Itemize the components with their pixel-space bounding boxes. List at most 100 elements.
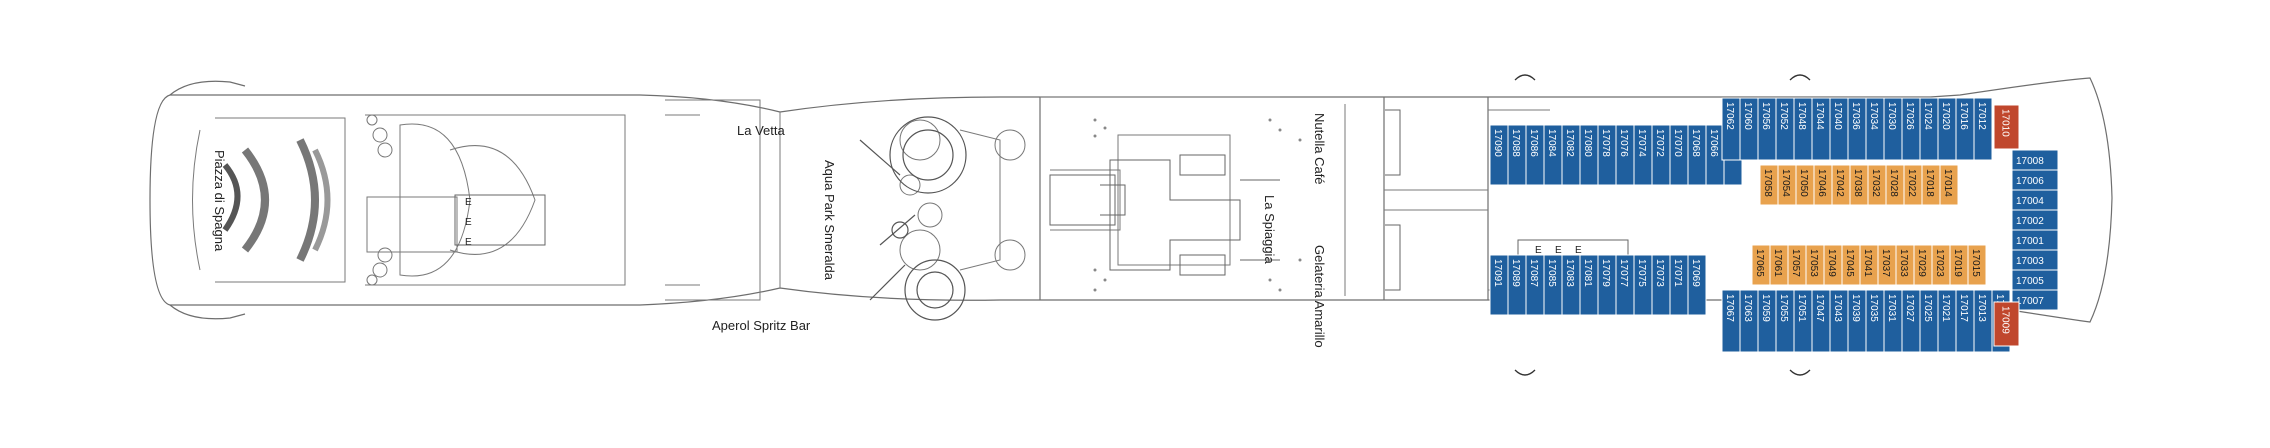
cabin-17032[interactable]: 17032 bbox=[1867, 164, 1887, 206]
cabin-17081[interactable]: 17081 bbox=[1579, 254, 1599, 316]
cabin-17035[interactable]: 17035 bbox=[1865, 289, 1885, 353]
piazza-seating bbox=[222, 138, 331, 262]
cabin-17062[interactable]: 17062 bbox=[1721, 97, 1741, 161]
cabin-number: 17046 bbox=[1816, 169, 1827, 197]
cabin-17063[interactable]: 17063 bbox=[1739, 289, 1759, 353]
cabin-17004[interactable]: 17004 bbox=[2011, 189, 2059, 211]
cabin-number: 17013 bbox=[1976, 294, 1987, 322]
cabin-17076[interactable]: 17076 bbox=[1615, 124, 1635, 186]
cabin-17043[interactable]: 17043 bbox=[1829, 289, 1849, 353]
cabin-17065[interactable]: 17065 bbox=[1751, 244, 1771, 286]
cabin-17079[interactable]: 17079 bbox=[1597, 254, 1617, 316]
cabin-17059[interactable]: 17059 bbox=[1757, 289, 1777, 353]
cabin-17021[interactable]: 17021 bbox=[1937, 289, 1957, 353]
cabin-17051[interactable]: 17051 bbox=[1793, 289, 1813, 353]
cabin-17009[interactable]: 17009 bbox=[1993, 301, 2020, 347]
cabin-17029[interactable]: 17029 bbox=[1913, 244, 1933, 286]
cabin-17028[interactable]: 17028 bbox=[1885, 164, 1905, 206]
cabin-17090[interactable]: 17090 bbox=[1489, 124, 1509, 186]
cabin-17050[interactable]: 17050 bbox=[1795, 164, 1815, 206]
cabin-box bbox=[1967, 244, 1987, 286]
cabin-17027[interactable]: 17027 bbox=[1901, 289, 1921, 353]
cabin-17048[interactable]: 17048 bbox=[1793, 97, 1813, 161]
cabin-17091[interactable]: 17091 bbox=[1489, 254, 1509, 316]
cabin-number: 17083 bbox=[1564, 259, 1575, 287]
cabin-17025[interactable]: 17025 bbox=[1919, 289, 1939, 353]
cabin-17075[interactable]: 17075 bbox=[1633, 254, 1653, 316]
cabin-17080[interactable]: 17080 bbox=[1579, 124, 1599, 186]
cabin-17008[interactable]: 17008 bbox=[2011, 149, 2059, 171]
cabin-17036[interactable]: 17036 bbox=[1847, 97, 1867, 161]
cabin-17047[interactable]: 17047 bbox=[1811, 289, 1831, 353]
cabin-17086[interactable]: 17086 bbox=[1525, 124, 1545, 186]
cabin-17044[interactable]: 17044 bbox=[1811, 97, 1831, 161]
cabin-number: 17034 bbox=[1868, 102, 1879, 130]
cabin-17077[interactable]: 17077 bbox=[1615, 254, 1635, 316]
cabin-17068[interactable]: 17068 bbox=[1687, 124, 1707, 186]
cabin-17014[interactable]: 17014 bbox=[1939, 164, 1959, 206]
cabin-17071[interactable]: 17071 bbox=[1669, 254, 1689, 316]
cabin-17010[interactable]: 17010 bbox=[1993, 104, 2020, 150]
cabin-17007[interactable]: 17007 bbox=[2011, 289, 2059, 311]
cabin-17073[interactable]: 17073 bbox=[1651, 254, 1671, 316]
cabin-17037[interactable]: 17037 bbox=[1877, 244, 1897, 286]
cabin-17069[interactable]: 17069 bbox=[1687, 254, 1707, 316]
cabin-17045[interactable]: 17045 bbox=[1841, 244, 1861, 286]
cabin-17005[interactable]: 17005 bbox=[2011, 269, 2059, 291]
cabin-17052[interactable]: 17052 bbox=[1775, 97, 1795, 161]
cabin-17031[interactable]: 17031 bbox=[1883, 289, 1903, 353]
cabin-17066[interactable]: 17066 bbox=[1705, 124, 1725, 186]
cabin-17078[interactable]: 17078 bbox=[1597, 124, 1617, 186]
cabin-17089[interactable]: 17089 bbox=[1507, 254, 1527, 316]
cabin-17053[interactable]: 17053 bbox=[1805, 244, 1825, 286]
cabin-17074[interactable]: 17074 bbox=[1633, 124, 1653, 186]
cabin-17002[interactable]: 17002 bbox=[2011, 209, 2059, 231]
cabin-17087[interactable]: 17087 bbox=[1525, 254, 1545, 316]
cabin-17030[interactable]: 17030 bbox=[1883, 97, 1903, 161]
cabin-17003[interactable]: 17003 bbox=[2011, 249, 2059, 271]
cabin-17057[interactable]: 17057 bbox=[1787, 244, 1807, 286]
cabin-17016[interactable]: 17016 bbox=[1955, 97, 1975, 161]
cabin-number: 17059 bbox=[1760, 294, 1771, 322]
cabin-17019[interactable]: 17019 bbox=[1949, 244, 1969, 286]
cabin-17015[interactable]: 17015 bbox=[1967, 244, 1987, 286]
cabin-17033[interactable]: 17033 bbox=[1895, 244, 1915, 286]
cabin-17060[interactable]: 17060 bbox=[1739, 97, 1759, 161]
cabin-17040[interactable]: 17040 bbox=[1829, 97, 1849, 161]
cabin-17039[interactable]: 17039 bbox=[1847, 289, 1867, 353]
aft-detail-lines bbox=[192, 96, 1550, 301]
cabin-17046[interactable]: 17046 bbox=[1813, 164, 1833, 206]
cabin-17061[interactable]: 17061 bbox=[1769, 244, 1789, 286]
cabin-box bbox=[1687, 254, 1707, 316]
lounger-dots bbox=[1093, 118, 1302, 292]
cabin-17017[interactable]: 17017 bbox=[1955, 289, 1975, 353]
cabin-17085[interactable]: 17085 bbox=[1543, 254, 1563, 316]
cabin-17023[interactable]: 17023 bbox=[1931, 244, 1951, 286]
cabin-17026[interactable]: 17026 bbox=[1901, 97, 1921, 161]
cabin-17024[interactable]: 17024 bbox=[1919, 97, 1939, 161]
cabin-17070[interactable]: 17070 bbox=[1669, 124, 1689, 186]
cabin-17020[interactable]: 17020 bbox=[1937, 97, 1957, 161]
cabin-17013[interactable]: 17013 bbox=[1973, 289, 1993, 353]
cabin-17067[interactable]: 17067 bbox=[1721, 289, 1741, 353]
cabin-17041[interactable]: 17041 bbox=[1859, 244, 1879, 286]
cabin-17042[interactable]: 17042 bbox=[1831, 164, 1851, 206]
cabin-17083[interactable]: 17083 bbox=[1561, 254, 1581, 316]
cabin-17088[interactable]: 17088 bbox=[1507, 124, 1527, 186]
cabin-17018[interactable]: 17018 bbox=[1921, 164, 1941, 206]
cabin-17084[interactable]: 17084 bbox=[1543, 124, 1563, 186]
cabin-17054[interactable]: 17054 bbox=[1777, 164, 1797, 206]
cabin-17058[interactable]: 17058 bbox=[1759, 164, 1779, 206]
cabin-17006[interactable]: 17006 bbox=[2011, 169, 2059, 191]
cabin-17001[interactable]: 17001 bbox=[2011, 229, 2059, 251]
cabin-17012[interactable]: 17012 bbox=[1973, 97, 1993, 161]
cabin-17034[interactable]: 17034 bbox=[1865, 97, 1885, 161]
cabin-17038[interactable]: 17038 bbox=[1849, 164, 1869, 206]
cabin-17082[interactable]: 17082 bbox=[1561, 124, 1581, 186]
cabin-number: 17001 bbox=[2016, 236, 2044, 247]
cabin-17055[interactable]: 17055 bbox=[1775, 289, 1795, 353]
cabin-17049[interactable]: 17049 bbox=[1823, 244, 1843, 286]
cabin-17022[interactable]: 17022 bbox=[1903, 164, 1923, 206]
cabin-17072[interactable]: 17072 bbox=[1651, 124, 1671, 186]
cabin-17056[interactable]: 17056 bbox=[1757, 97, 1777, 161]
